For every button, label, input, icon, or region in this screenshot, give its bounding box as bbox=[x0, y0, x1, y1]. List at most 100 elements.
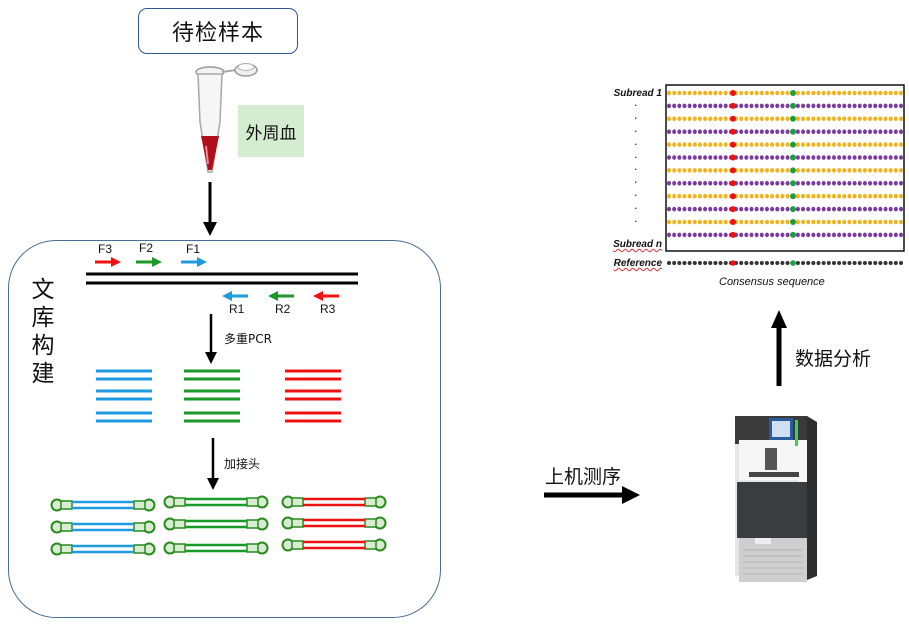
base-dot bbox=[667, 129, 671, 134]
base-dot bbox=[672, 219, 677, 225]
adapter-molecule bbox=[163, 517, 269, 531]
base-dot bbox=[842, 219, 847, 225]
base-dot bbox=[780, 103, 785, 109]
base-dot bbox=[842, 193, 847, 199]
base-dot bbox=[801, 116, 806, 122]
subread-ellipsis: . bbox=[634, 121, 638, 135]
base-dot bbox=[780, 232, 785, 238]
base-dot bbox=[795, 181, 800, 186]
base-dot bbox=[677, 219, 682, 225]
adapter-molecule bbox=[281, 495, 387, 509]
base-dot bbox=[713, 168, 718, 173]
base-dot bbox=[759, 103, 764, 109]
base-dot bbox=[816, 261, 821, 265]
consensus-caption: Consensus sequence bbox=[719, 276, 825, 288]
base-dot bbox=[754, 155, 759, 160]
base-dot bbox=[764, 142, 769, 147]
base-dot bbox=[677, 129, 682, 134]
base-dot bbox=[816, 232, 821, 238]
base-dot bbox=[899, 103, 903, 109]
subread-last-label: Subread n bbox=[613, 239, 662, 250]
adapter-molecule bbox=[281, 516, 387, 530]
base-dot bbox=[677, 90, 682, 96]
base-dot bbox=[899, 90, 903, 96]
base-dot bbox=[708, 261, 713, 265]
base-dot bbox=[899, 193, 903, 199]
base-dot bbox=[837, 155, 842, 160]
base-dot bbox=[739, 155, 744, 160]
base-dot bbox=[883, 155, 888, 160]
base-dot bbox=[780, 193, 785, 199]
adapter-molecule bbox=[163, 495, 269, 509]
base-dot bbox=[893, 206, 898, 212]
base-dot bbox=[893, 219, 898, 225]
base-dot bbox=[744, 206, 749, 212]
base-dot bbox=[888, 155, 893, 160]
base-dot bbox=[862, 129, 867, 134]
base-dot bbox=[770, 219, 775, 225]
base-dot bbox=[682, 219, 687, 225]
base-dot bbox=[723, 116, 728, 122]
base-dot bbox=[873, 129, 878, 134]
base-dot bbox=[687, 155, 692, 160]
subread-row bbox=[667, 193, 903, 200]
amplicon-group bbox=[184, 369, 240, 423]
base-dot bbox=[847, 261, 852, 265]
base-dot bbox=[816, 193, 821, 199]
base-dot bbox=[677, 142, 682, 147]
base-dot bbox=[873, 155, 878, 160]
base-dot bbox=[899, 261, 903, 265]
base-dot bbox=[785, 103, 790, 109]
base-dot bbox=[749, 219, 754, 225]
base-dot bbox=[868, 129, 873, 134]
variant-dot bbox=[730, 260, 736, 266]
base-dot bbox=[888, 193, 893, 199]
variant-dot bbox=[790, 141, 796, 148]
base-dot bbox=[739, 168, 744, 173]
base-dot bbox=[837, 90, 842, 96]
base-dot bbox=[770, 193, 775, 199]
base-dot bbox=[718, 206, 723, 212]
base-dot bbox=[893, 168, 898, 173]
base-dot bbox=[862, 261, 867, 265]
base-dot bbox=[888, 219, 893, 225]
adapter-molecule bbox=[163, 541, 269, 555]
base-dot bbox=[692, 193, 697, 199]
base-dot bbox=[713, 181, 718, 186]
base-dot bbox=[852, 116, 857, 122]
base-dot bbox=[883, 193, 888, 199]
base-dot bbox=[672, 168, 677, 173]
base-dot bbox=[857, 155, 862, 160]
base-dot bbox=[847, 142, 852, 147]
base-dot bbox=[878, 193, 883, 199]
base-dot bbox=[677, 168, 682, 173]
base-dot bbox=[837, 129, 842, 134]
base-dot bbox=[899, 155, 903, 160]
variant-dot bbox=[730, 206, 736, 213]
base-dot bbox=[816, 219, 821, 225]
base-dot bbox=[816, 116, 821, 122]
base-dot bbox=[806, 116, 811, 122]
base-dot bbox=[754, 206, 759, 212]
base-dot bbox=[739, 116, 744, 122]
base-dot bbox=[703, 129, 708, 134]
base-dot bbox=[826, 168, 831, 173]
base-dot bbox=[754, 219, 759, 225]
base-dot bbox=[806, 142, 811, 147]
base-dot bbox=[852, 219, 857, 225]
base-dot bbox=[831, 219, 836, 225]
base-dot bbox=[775, 90, 780, 96]
base-dot bbox=[682, 103, 687, 109]
variant-dot bbox=[790, 115, 796, 122]
base-dot bbox=[708, 116, 713, 122]
subread-row bbox=[667, 128, 903, 135]
base-dot bbox=[826, 142, 831, 147]
base-dot bbox=[811, 181, 816, 186]
base-dot bbox=[703, 142, 708, 147]
arrow-right-icon bbox=[544, 486, 640, 504]
base-dot bbox=[744, 142, 749, 147]
base-dot bbox=[723, 142, 728, 147]
base-dot bbox=[759, 129, 764, 134]
base-dot bbox=[672, 90, 677, 96]
base-dot bbox=[780, 206, 785, 212]
